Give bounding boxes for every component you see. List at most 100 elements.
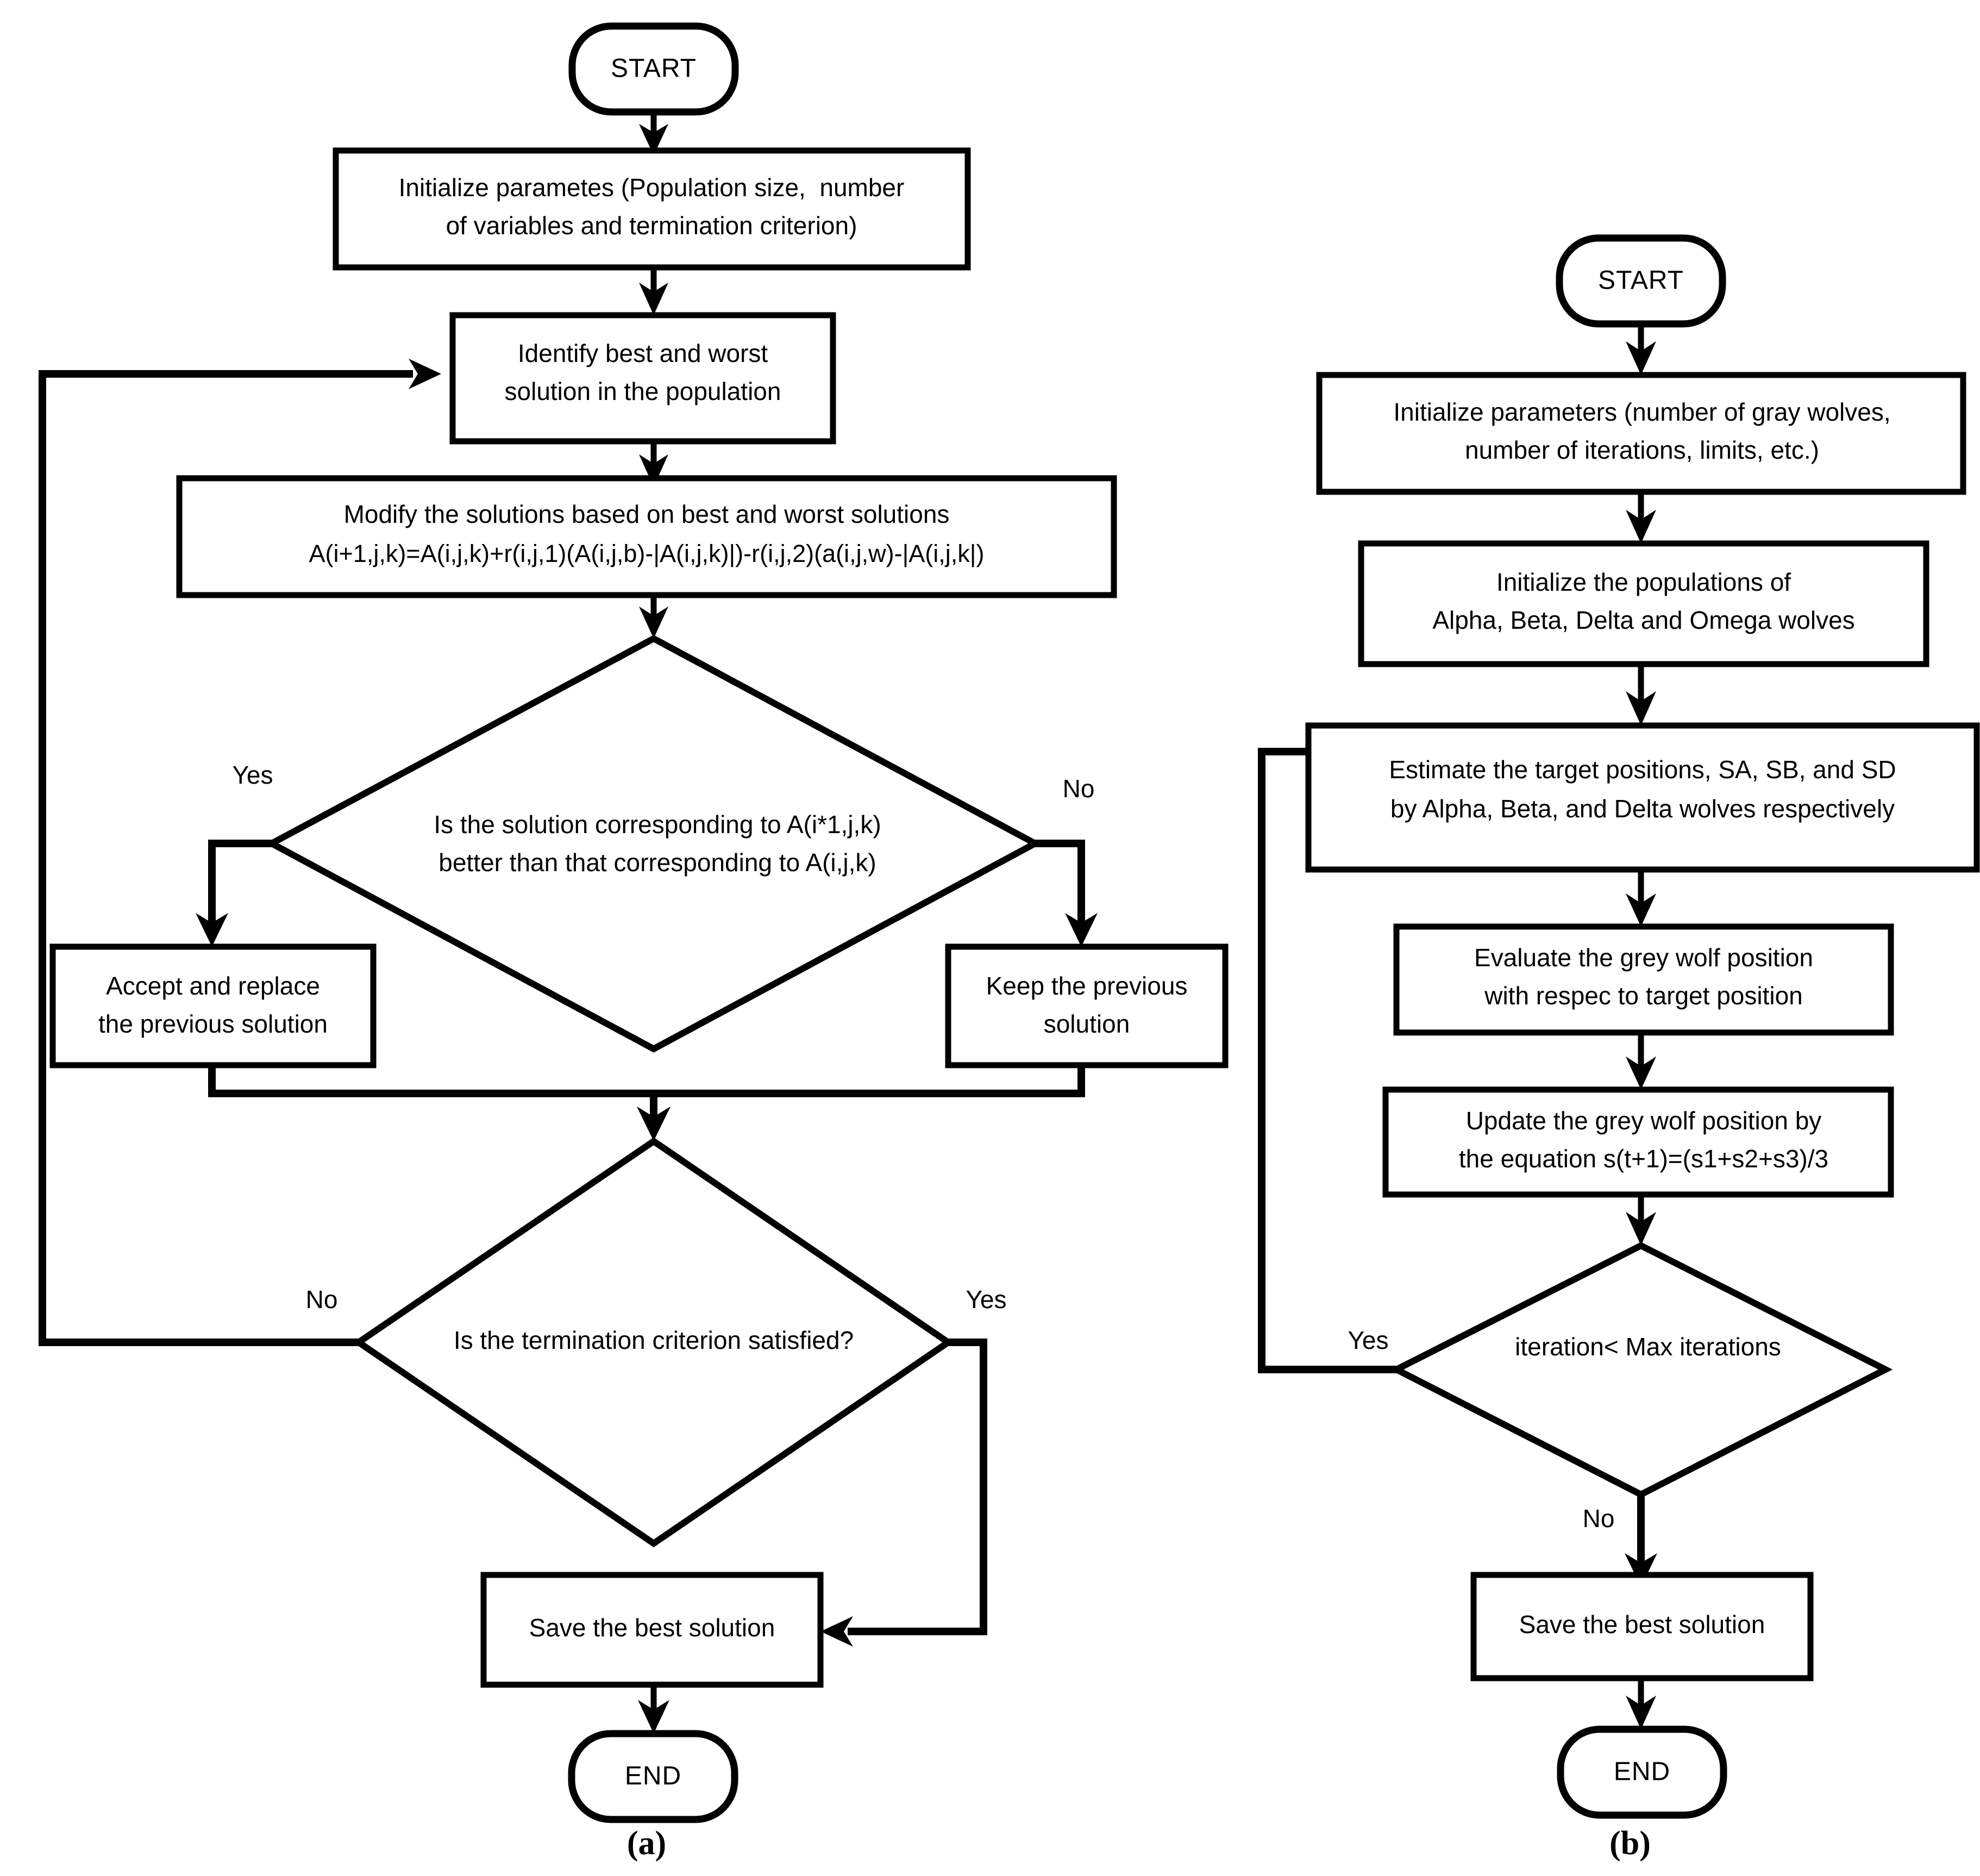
end-label-a: END <box>625 1762 681 1791</box>
start-label-b: START <box>1598 266 1684 295</box>
initialize-label-line1-b: Initialize parameters (number of gray wo… <box>1393 398 1890 426</box>
node-evaluate-wolf-position-b[interactable]: Evaluate the grey wolf position with res… <box>1393 923 1894 1036</box>
arrowhead-estimate-to-evaluate-b <box>1626 893 1656 927</box>
identify-label-line2-a: solution in the population <box>505 377 781 405</box>
end-terminal-shape-b <box>1557 1725 1727 1819</box>
decision1-diamond-shape-a <box>265 635 1042 1053</box>
decision1-label-line1-a: Is the solution corresponding to A(i*1,j… <box>434 810 881 839</box>
initpop-label-line1-b: Initialize the populations of <box>1496 568 1791 596</box>
node-save-best-solution-b[interactable]: Save the best solution <box>1470 1572 1814 1681</box>
start-terminal-shape-a <box>568 22 739 116</box>
node-start-b[interactable]: START <box>1556 234 1726 328</box>
node-accept-replace-a[interactable]: Accept and replace the previous solution <box>49 943 377 1068</box>
arrowhead-initpop-to-estimate-b <box>1626 691 1656 726</box>
accept-label-line1-a: Accept and replace <box>106 972 320 1000</box>
arrowhead-decision-no-to-save-b <box>1625 1553 1657 1587</box>
node-initialize-parameters-a[interactable]: Initialize parametes (Population size, n… <box>333 147 971 271</box>
edge-accept-to-merge <box>208 1065 654 1097</box>
modify-box-shape-a <box>176 475 1117 598</box>
arrowhead-decision1-yes <box>196 913 228 947</box>
edge-decision-yes-feedback-b <box>1258 748 1396 1373</box>
node-identify-best-worst-a[interactable]: Identify best and worst solution in the … <box>449 312 836 445</box>
node-decision-termination-a[interactable]: Is the termination criterion satisfied? <box>353 1137 954 1548</box>
node-initialize-populations-b[interactable]: Initialize the populations of Alpha, Bet… <box>1358 540 1929 667</box>
node-modify-solutions-a[interactable]: Modify the solutions based on best and w… <box>176 475 1117 598</box>
node-decision-better-solution-a[interactable]: Is the solution corresponding to A(i*1,j… <box>265 635 1042 1053</box>
estimate-label-line2-b: by Alpha, Beta, and Delta wolves respect… <box>1390 795 1895 823</box>
branch-label-decision1-no-a: No <box>1063 774 1095 803</box>
arrowhead-decision2-yes-into-save <box>820 1616 853 1647</box>
initialize-label-line1-a: Initialize parametes (Population size, n… <box>399 173 905 202</box>
save-box-shape-a <box>480 1572 824 1688</box>
edge-decision2-yes <box>848 1339 987 1635</box>
estimate-label-line1-b: Estimate the target positions, SA, SB, a… <box>1389 755 1896 784</box>
start-label-a: START <box>611 54 697 83</box>
arrowhead-decision1-no <box>1065 913 1098 947</box>
update-label-line1-b: Update the grey wolf position by <box>1466 1106 1822 1135</box>
edge-keep-to-merge <box>654 1065 1085 1097</box>
keep-box-shape-a <box>945 943 1229 1068</box>
modify-formula-a: A(i+1,j,k)=A(i,j,k)+r(i,j,1)(A(i,j,b)-|A… <box>309 540 985 567</box>
evaluate-label-line1-b: Evaluate the grey wolf position <box>1474 943 1813 972</box>
node-end-a[interactable]: END <box>568 1730 738 1823</box>
edge-decision2-no-feedback <box>39 370 413 1346</box>
node-save-best-solution-a[interactable]: Save the best solution <box>480 1572 824 1688</box>
arrowhead-start-to-init <box>639 124 668 155</box>
identify-label-line1-a: Identify best and worst <box>518 339 768 367</box>
arrowhead-save-to-end <box>638 1700 669 1734</box>
arrowhead-identify-to-modify <box>639 454 668 487</box>
branch-label-decision2-yes-a: Yes <box>966 1285 1006 1314</box>
end-terminal-shape-a <box>568 1730 738 1823</box>
node-end-b[interactable]: END <box>1557 1725 1727 1819</box>
panel-caption-b: (b) <box>1609 1825 1651 1862</box>
identify-box-shape-a <box>449 312 836 445</box>
initpop-label-line2-b: Alpha, Beta, Delta and Omega wolves <box>1432 606 1854 634</box>
edge-decision1-yes <box>208 840 272 924</box>
evaluate-label-line2-b: with respec to target position <box>1484 981 1803 1010</box>
arrowhead-init-to-identify <box>639 283 668 315</box>
arrowhead-feedback-into-identify <box>409 359 441 389</box>
arrowhead-evaluate-to-update-b <box>1626 1056 1656 1090</box>
initialize-box-shape-b <box>1316 372 1966 495</box>
keep-label-line1-a: Keep the previous <box>986 972 1188 1000</box>
save-label-a: Save the best solution <box>529 1614 775 1642</box>
evaluate-box-shape-b <box>1393 923 1894 1036</box>
arrowhead-init-to-initpop-b <box>1626 510 1656 543</box>
node-start-a[interactable]: START <box>568 22 739 116</box>
branch-label-decision2-no-a: No <box>306 1285 338 1314</box>
node-decision-iteration-b[interactable]: iteration< Max iterations <box>1389 1242 1893 1498</box>
panel-caption-a: (a) <box>627 1825 666 1862</box>
branch-label-decision-yes-b: Yes <box>1348 1326 1388 1354</box>
panel-a-connectors <box>39 111 1098 1734</box>
start-terminal-shape-b <box>1556 234 1726 328</box>
initialize-label-line2-b: number of iterations, limits, etc.) <box>1465 436 1819 464</box>
arrowhead-start-to-init-b <box>1626 341 1656 375</box>
initpop-box-shape-b <box>1358 540 1929 667</box>
arrowhead-update-to-decision-b <box>1626 1212 1656 1246</box>
accept-label-line2-a: the previous solution <box>98 1010 328 1038</box>
node-initialize-parameters-b[interactable]: Initialize parameters (number of gray wo… <box>1316 372 1966 495</box>
arrowhead-merge-to-decision2 <box>637 1106 671 1141</box>
node-update-wolf-position-b[interactable]: Update the grey wolf position by the equ… <box>1382 1086 1894 1198</box>
keep-label-line2-a: solution <box>1044 1010 1130 1038</box>
update-label-line2-b: the equation s(t+1)=(s1+s2+s3)/3 <box>1459 1145 1828 1173</box>
update-box-shape-b <box>1382 1086 1894 1198</box>
end-label-b: END <box>1614 1758 1670 1786</box>
decision2-diamond-shape-a <box>353 1137 954 1548</box>
edge-decision1-no <box>1035 840 1085 924</box>
arrowhead-save-to-end-b <box>1626 1696 1656 1729</box>
node-keep-previous-a[interactable]: Keep the previous solution <box>945 943 1229 1068</box>
decision2-label-a: Is the termination criterion satisfied? <box>454 1326 854 1354</box>
decision1-label-line2-a: better than that corresponding to A(i,j,… <box>438 848 876 877</box>
panel-b-connectors <box>1258 323 1657 1729</box>
node-estimate-target-positions-b[interactable]: Estimate the target positions, SA, SB, a… <box>1305 722 1980 873</box>
accept-box-shape-a <box>49 943 377 1068</box>
decision-label-b: iteration< Max iterations <box>1515 1333 1781 1361</box>
branch-label-decision-no-b: No <box>1583 1504 1615 1533</box>
decision-diamond-shape-b <box>1389 1242 1893 1498</box>
initialize-label-line2-a: of variables and termination criterion) <box>446 211 857 240</box>
branch-label-decision1-yes-a: Yes <box>232 761 273 789</box>
estimate-box-shape-b <box>1305 722 1980 873</box>
